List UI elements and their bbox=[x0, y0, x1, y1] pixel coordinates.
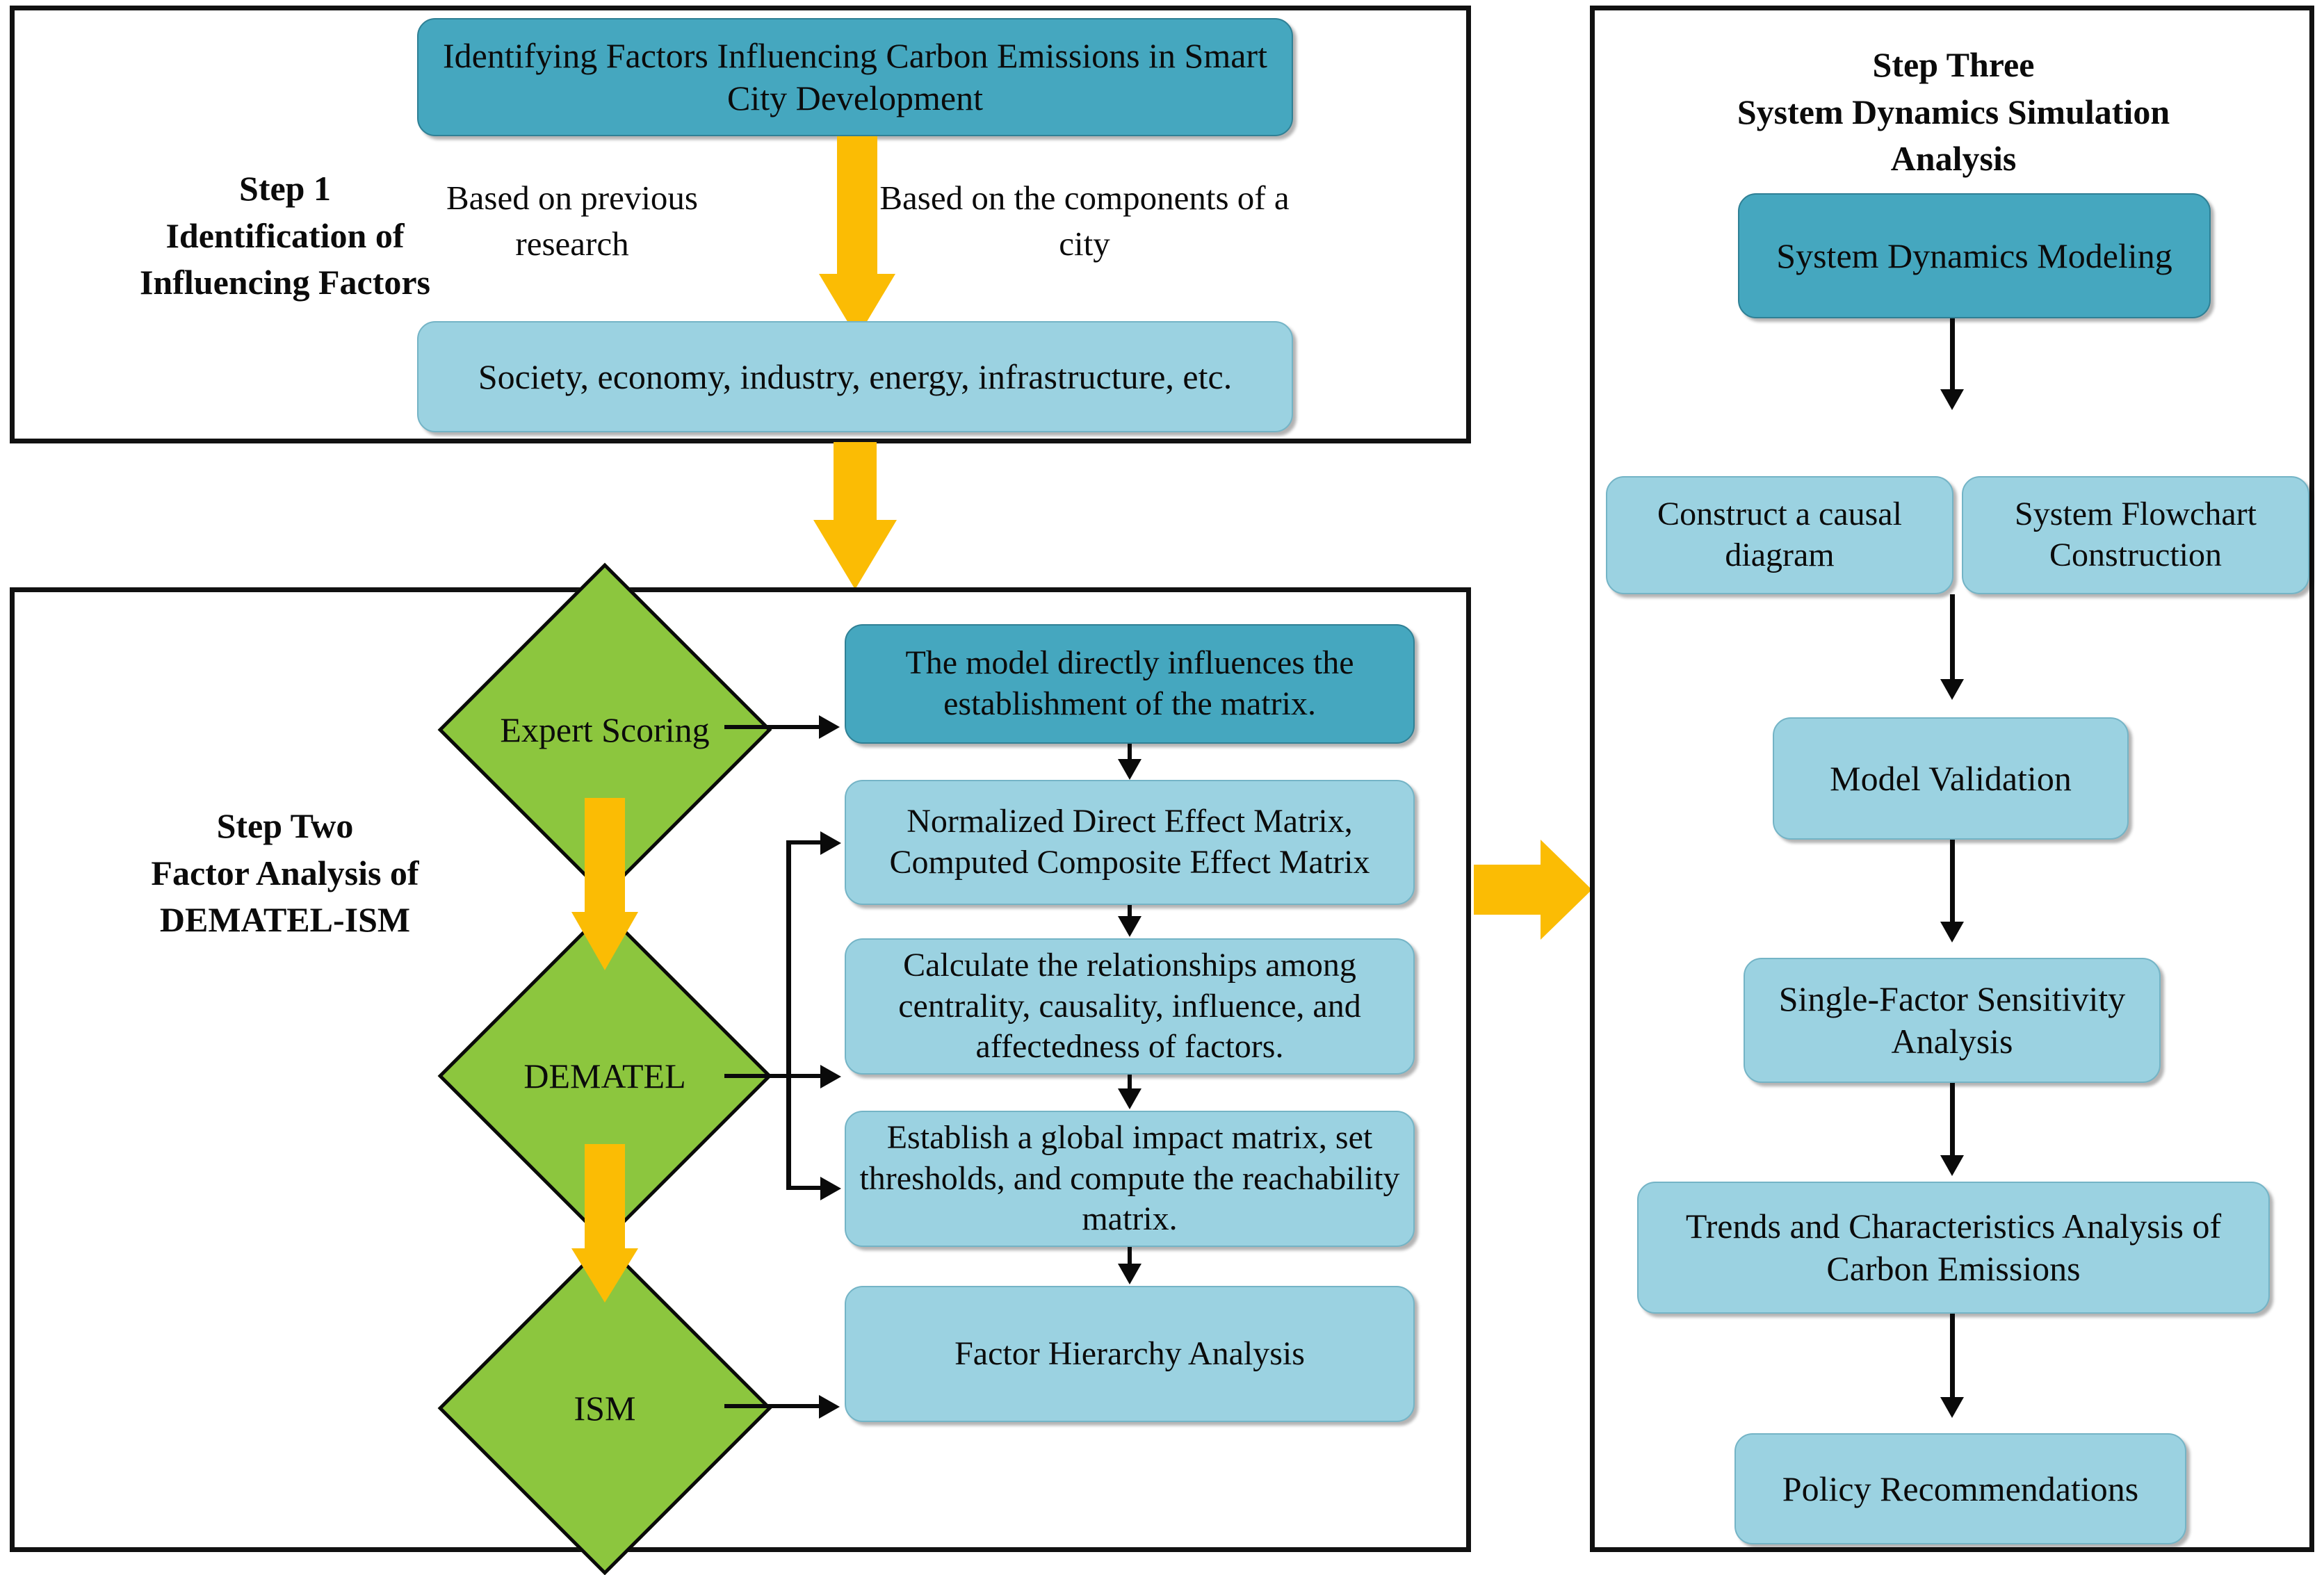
box-establish-global-impact-matrix[interactable]: Establish a global impact matrix, set th… bbox=[845, 1111, 1415, 1247]
arrowhead-sensitivity-to-trends bbox=[1940, 1155, 1964, 1176]
step-1-label: Step 1 Identification of Influencing Fac… bbox=[104, 165, 466, 307]
box-trends-characteristics-carbon-emissions[interactable]: Trends and Characteristics Analysis of C… bbox=[1637, 1182, 2270, 1314]
yellow-arrow-step2-to-step3 bbox=[1474, 827, 1592, 952]
connector-expert-to-model-box bbox=[724, 725, 822, 729]
step-2-label: Step Two Factor Analysis of DEMATEL-ISM bbox=[76, 803, 494, 944]
connector-dematel-branch-establish bbox=[786, 1186, 824, 1190]
yellow-arrow-dematel-to-ism bbox=[556, 1144, 653, 1303]
arrowhead-dematel-to-establish bbox=[820, 1177, 841, 1200]
arrowhead-dematel-to-normalized bbox=[820, 831, 841, 855]
diamond-expert-scoring-label: Expert Scoring bbox=[500, 710, 710, 749]
arrowhead-calculate-to-establish bbox=[1118, 1088, 1141, 1109]
step-2-label-line-2: Factor Analysis of bbox=[151, 853, 419, 892]
box-society-economy-industry[interactable]: Society, economy, industry, energy, infr… bbox=[417, 321, 1293, 432]
box-factor-hierarchy-analysis[interactable]: Factor Hierarchy Analysis bbox=[845, 1286, 1415, 1422]
connector-dematel-stub-to-trunk bbox=[724, 1074, 822, 1078]
arrowhead-normalized-to-calculate bbox=[1118, 916, 1141, 937]
connector-sensitivity-to-trends bbox=[1950, 1083, 1955, 1162]
diamond-ism-label: ISM bbox=[574, 1389, 636, 1428]
arrowhead-validation-to-sensitivity bbox=[1940, 922, 1964, 942]
connector-sd-to-causal-row bbox=[1950, 318, 1955, 396]
step-1-label-line-3: Influencing Factors bbox=[139, 263, 431, 302]
step-2-label-line-3: DEMATEL-ISM bbox=[159, 900, 411, 939]
box-system-flowchart-construction[interactable]: System Flowchart Construction bbox=[1962, 476, 2309, 594]
box-identifying-factors[interactable]: Identifying Factors Influencing Carbon E… bbox=[417, 18, 1293, 136]
arrowhead-ism-to-hierarchy bbox=[819, 1395, 840, 1419]
connector-model-to-normalized bbox=[1128, 744, 1132, 763]
connector-ism-to-hierarchy bbox=[724, 1404, 822, 1408]
diamond-expert-scoring[interactable]: Expert Scoring bbox=[437, 562, 772, 897]
yellow-arrow-expert-to-dematel bbox=[556, 798, 653, 970]
connector-trends-to-policy bbox=[1950, 1314, 1955, 1404]
box-model-directly-influences-matrix[interactable]: The model directly influences the establ… bbox=[845, 624, 1415, 744]
connector-dematel-branch-normalized bbox=[786, 840, 824, 844]
connector-dematel-trunk-vertical bbox=[786, 842, 791, 1190]
connector-establish-to-hierarchy bbox=[1128, 1247, 1132, 1265]
connector-validation-to-sensitivity bbox=[1950, 840, 1955, 929]
diamond-dematel-label: DEMATEL bbox=[523, 1056, 686, 1095]
box-normalized-direct-effect-matrix[interactable]: Normalized Direct Effect Matrix, Compute… bbox=[845, 780, 1415, 905]
step-1-label-line-1: Step 1 bbox=[239, 169, 331, 208]
box-calculate-relationships[interactable]: Calculate the relationships among centra… bbox=[845, 938, 1415, 1075]
box-single-factor-sensitivity-analysis[interactable]: Single-Factor Sensitivity Analysis bbox=[1744, 958, 2161, 1083]
diamond-ism[interactable]: ISM bbox=[437, 1241, 772, 1575]
connector-normalized-to-calculate bbox=[1128, 905, 1132, 920]
caption-based-on-previous-research: Based on previous research bbox=[446, 179, 698, 263]
connector-causal-row-to-validation bbox=[1950, 594, 1955, 686]
arrowhead-model-to-normalized bbox=[1118, 759, 1141, 780]
arrowhead-establish-to-hierarchy bbox=[1118, 1264, 1141, 1284]
arrowhead-trends-to-policy bbox=[1940, 1397, 1964, 1418]
box-construct-causal-diagram[interactable]: Construct a causal diagram bbox=[1606, 476, 1953, 594]
step-1-label-line-2: Identification of bbox=[165, 215, 405, 255]
box-model-validation[interactable]: Model Validation bbox=[1773, 717, 2129, 840]
step-2-label-line-1: Step Two bbox=[216, 806, 354, 845]
caption-based-on-city-components: Based on the components of a city bbox=[879, 179, 1290, 263]
box-system-dynamics-modeling[interactable]: System Dynamics Modeling bbox=[1738, 193, 2211, 318]
arrowhead-causal-row-to-validation bbox=[1940, 679, 1964, 700]
diamond-dematel[interactable]: DEMATEL bbox=[437, 908, 772, 1243]
arrowhead-expert-to-model-box bbox=[819, 715, 840, 739]
arrowhead-sd-to-causal-row bbox=[1940, 389, 1964, 410]
connector-calculate-to-establish bbox=[1128, 1075, 1132, 1090]
box-policy-recommendations[interactable]: Policy Recommendations bbox=[1734, 1433, 2186, 1544]
arrowhead-dematel-to-calculate bbox=[820, 1065, 841, 1088]
step-3-label-line-3: Analysis bbox=[1890, 139, 2017, 178]
yellow-arrow-step1-to-step2 bbox=[782, 442, 928, 589]
step-3-label-line-1: Step Three bbox=[1872, 45, 2035, 84]
step-3-label: Step Three System Dynamics Simulation An… bbox=[1613, 42, 2294, 183]
step-3-label-line-2: System Dynamics Simulation bbox=[1737, 92, 2170, 131]
